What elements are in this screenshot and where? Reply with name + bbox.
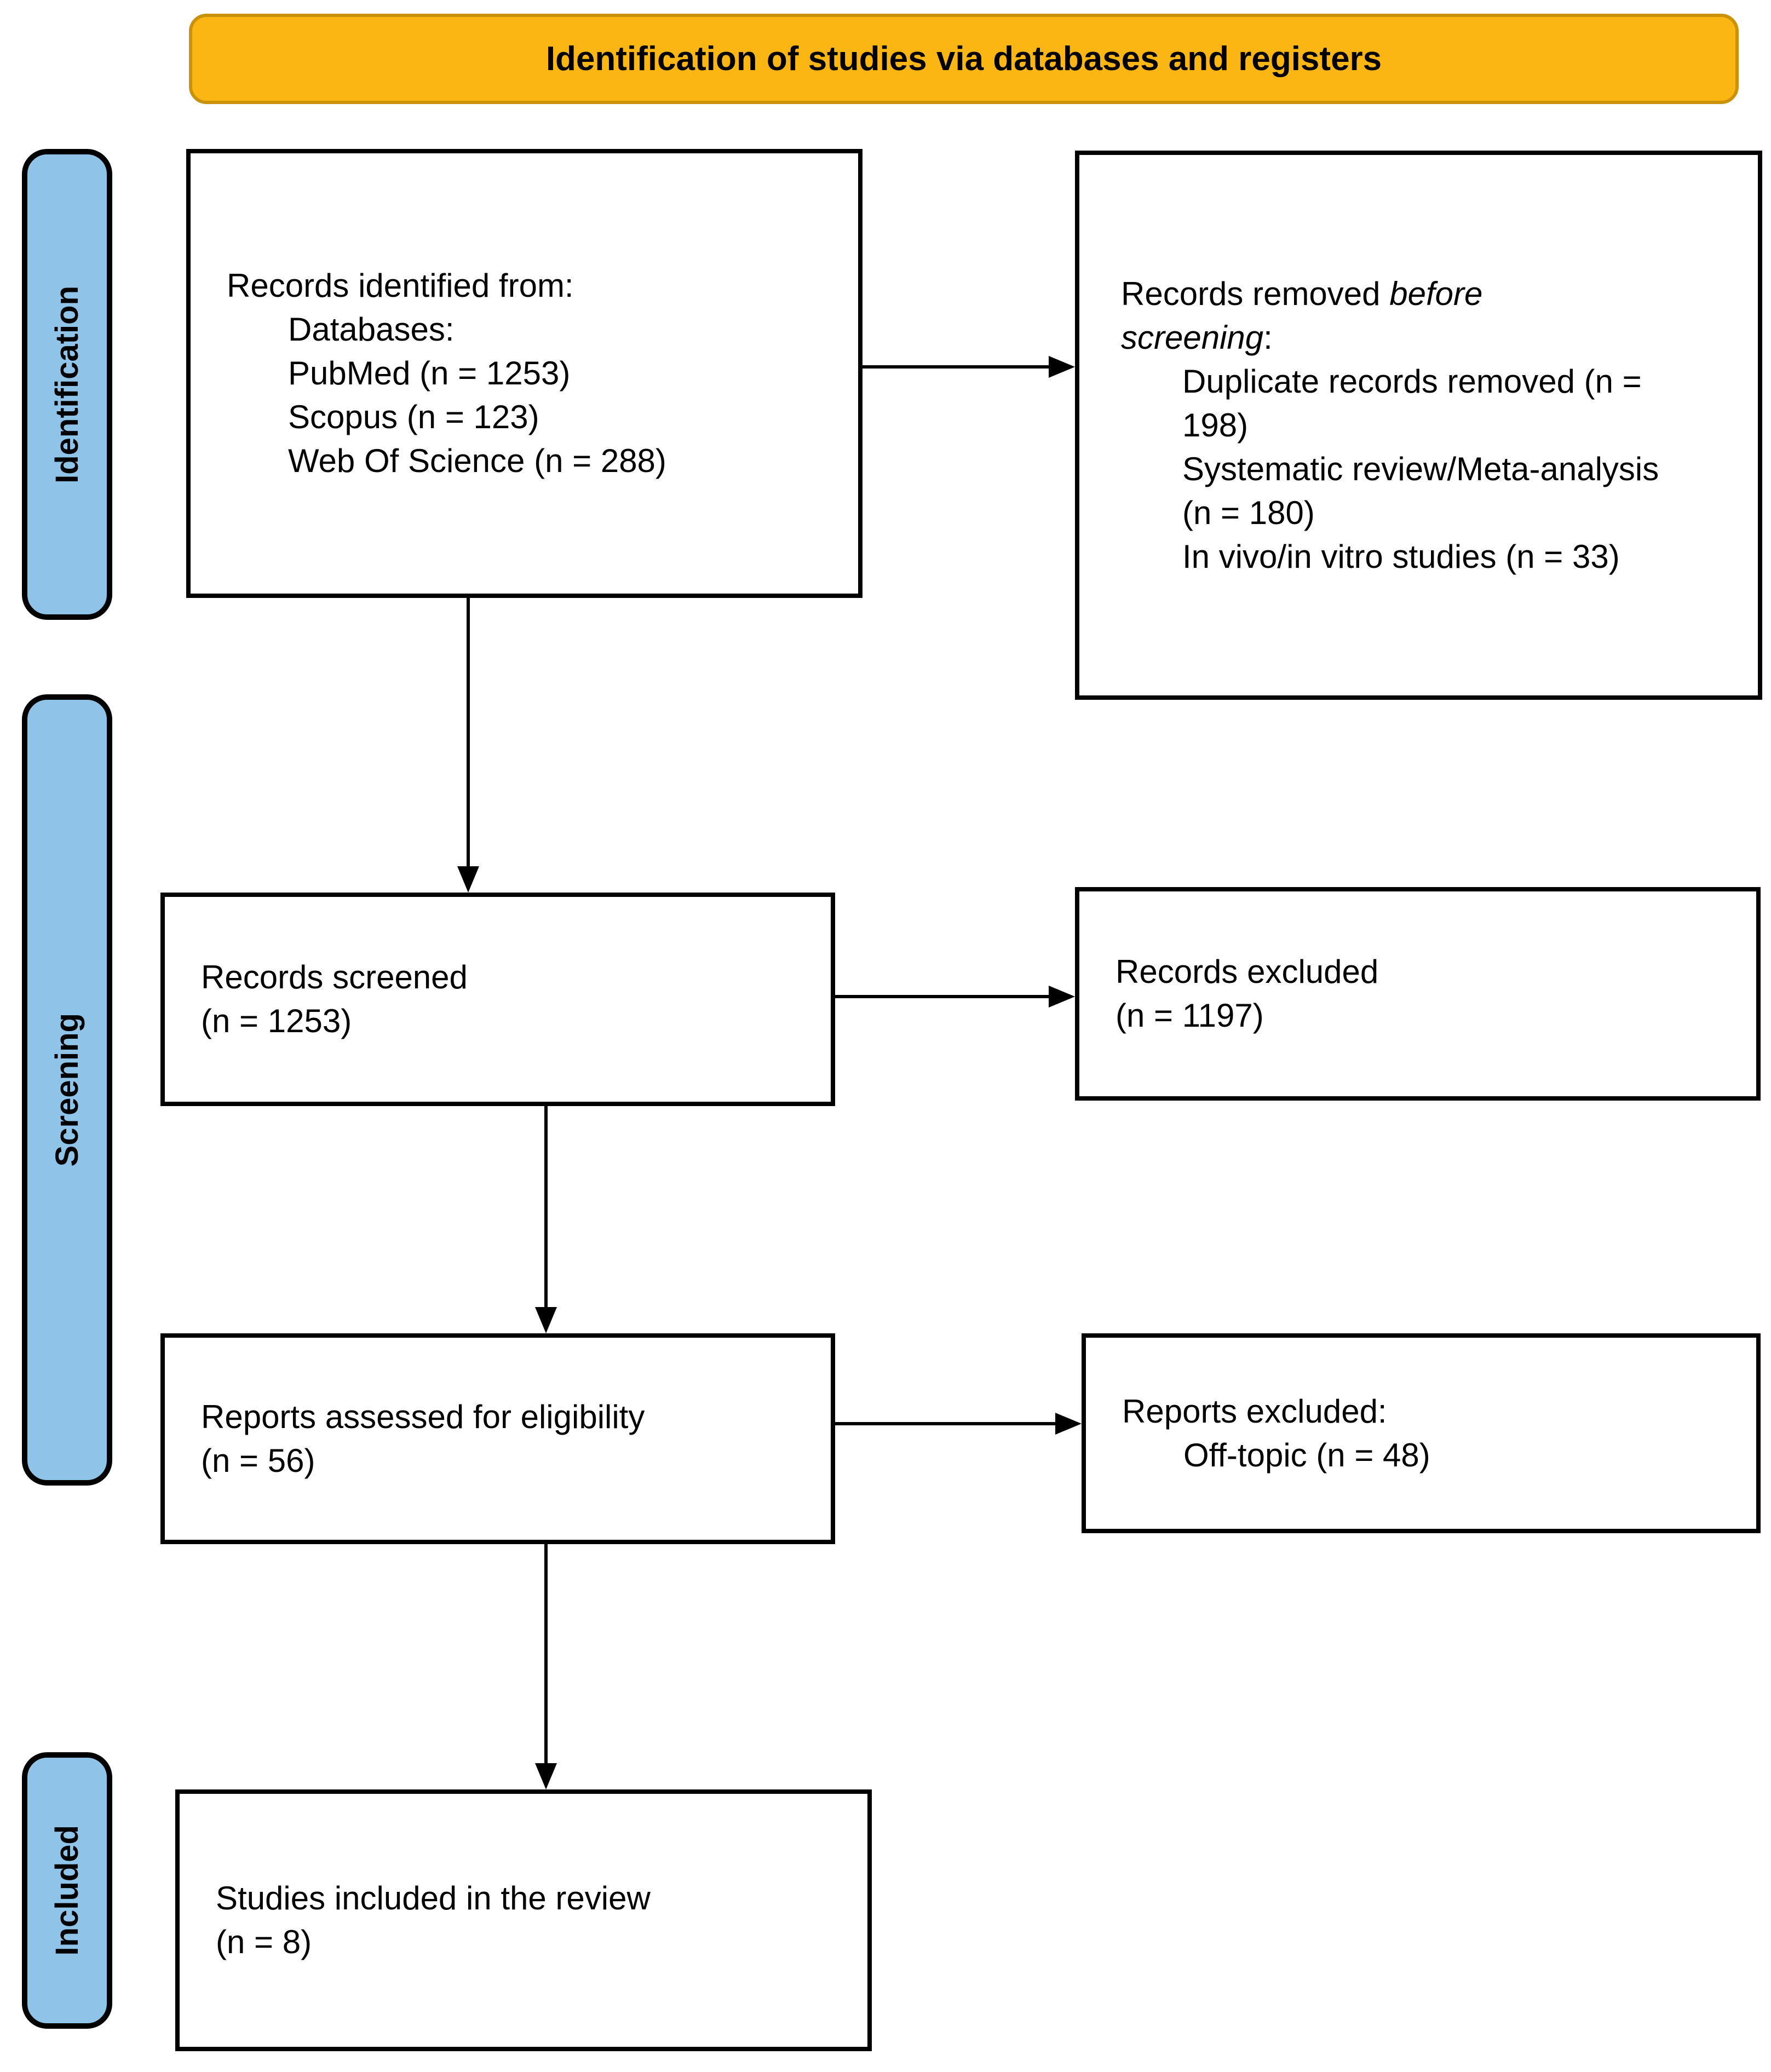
records-removed-heading-italic: before screening [1121,275,1483,356]
records-removed-heading-prefix: Records removed [1121,275,1390,312]
reports-assessed-line: Reports assessed for eligibility [201,1398,645,1435]
records-screened-count: (n = 1253) [201,1003,352,1039]
records-identified-item: Databases: [288,311,455,348]
arrowhead-down-icon [535,1307,557,1333]
records-removed-heading: Records removed before screening: [1121,272,1630,360]
stage-label-included: Included [22,1752,112,2029]
reports-assessed-count: (n = 56) [201,1442,315,1479]
stage-label-identification: Identification [22,149,112,620]
arrowhead-down-icon [457,866,479,893]
box-records-excluded: Records excluded (n = 1197) [1075,887,1761,1101]
records-identified-item: PubMed (n = 1253) [288,355,571,392]
arrowhead-right-icon [1055,1413,1082,1435]
records-screened-line: Records screened [201,959,468,995]
box-records-screened: Records screened (n = 1253) [160,893,835,1106]
records-excluded-count: (n = 1197) [1116,997,1264,1034]
arrow-identified-to-removed [863,365,1049,369]
box-reports-assessed: Reports assessed for eligibility (n = 56… [160,1333,835,1544]
records-identified-item: Web Of Science (n = 288) [288,442,666,479]
studies-included-line: Studies included in the review [216,1880,651,1916]
arrowhead-right-icon [1049,986,1075,1008]
stage-label-screening: Screening [22,694,112,1486]
records-identified-heading: Records identified from: [227,267,574,304]
records-removed-item: Systematic review/Meta-analysis (n = 180… [1182,450,1659,531]
box-records-identified: Records identified from: Databases: PubM… [186,149,863,598]
records-excluded-line: Records excluded [1116,953,1379,990]
box-reports-excluded: Reports excluded: Off-topic (n = 48) [1082,1333,1761,1533]
reports-excluded-heading: Reports excluded: [1122,1392,1387,1430]
records-identified-item: Scopus (n = 123) [288,399,539,435]
stage-included-text: Included [49,1825,85,1956]
studies-included-count: (n = 8) [216,1924,312,1960]
arrowhead-right-icon [1049,356,1075,378]
header-title: Identification of studies via databases … [545,40,1382,78]
stage-identification-text: Identification [49,285,85,484]
box-studies-included: Studies included in the review (n = 8) [175,1789,872,2051]
records-removed-heading-suffix: : [1263,319,1273,356]
arrowhead-down-icon [535,1763,557,1789]
records-removed-item: In vivo/in vitro studies (n = 33) [1182,538,1620,575]
arrow-screened-to-assessed [544,1106,548,1307]
box-records-removed: Records removed before screening: Duplic… [1075,151,1762,700]
arrow-screened-to-excluded [835,995,1049,998]
arrow-identified-to-screened [467,598,470,866]
arrow-assessed-to-reports-excluded [835,1422,1055,1425]
reports-excluded-item: Off-topic (n = 48) [1183,1436,1430,1474]
arrow-assessed-to-included [544,1544,548,1763]
header-banner: Identification of studies via databases … [189,14,1739,104]
records-removed-item: Duplicate records removed (n = 198) [1182,362,1642,444]
stage-screening-text: Screening [49,1013,85,1167]
